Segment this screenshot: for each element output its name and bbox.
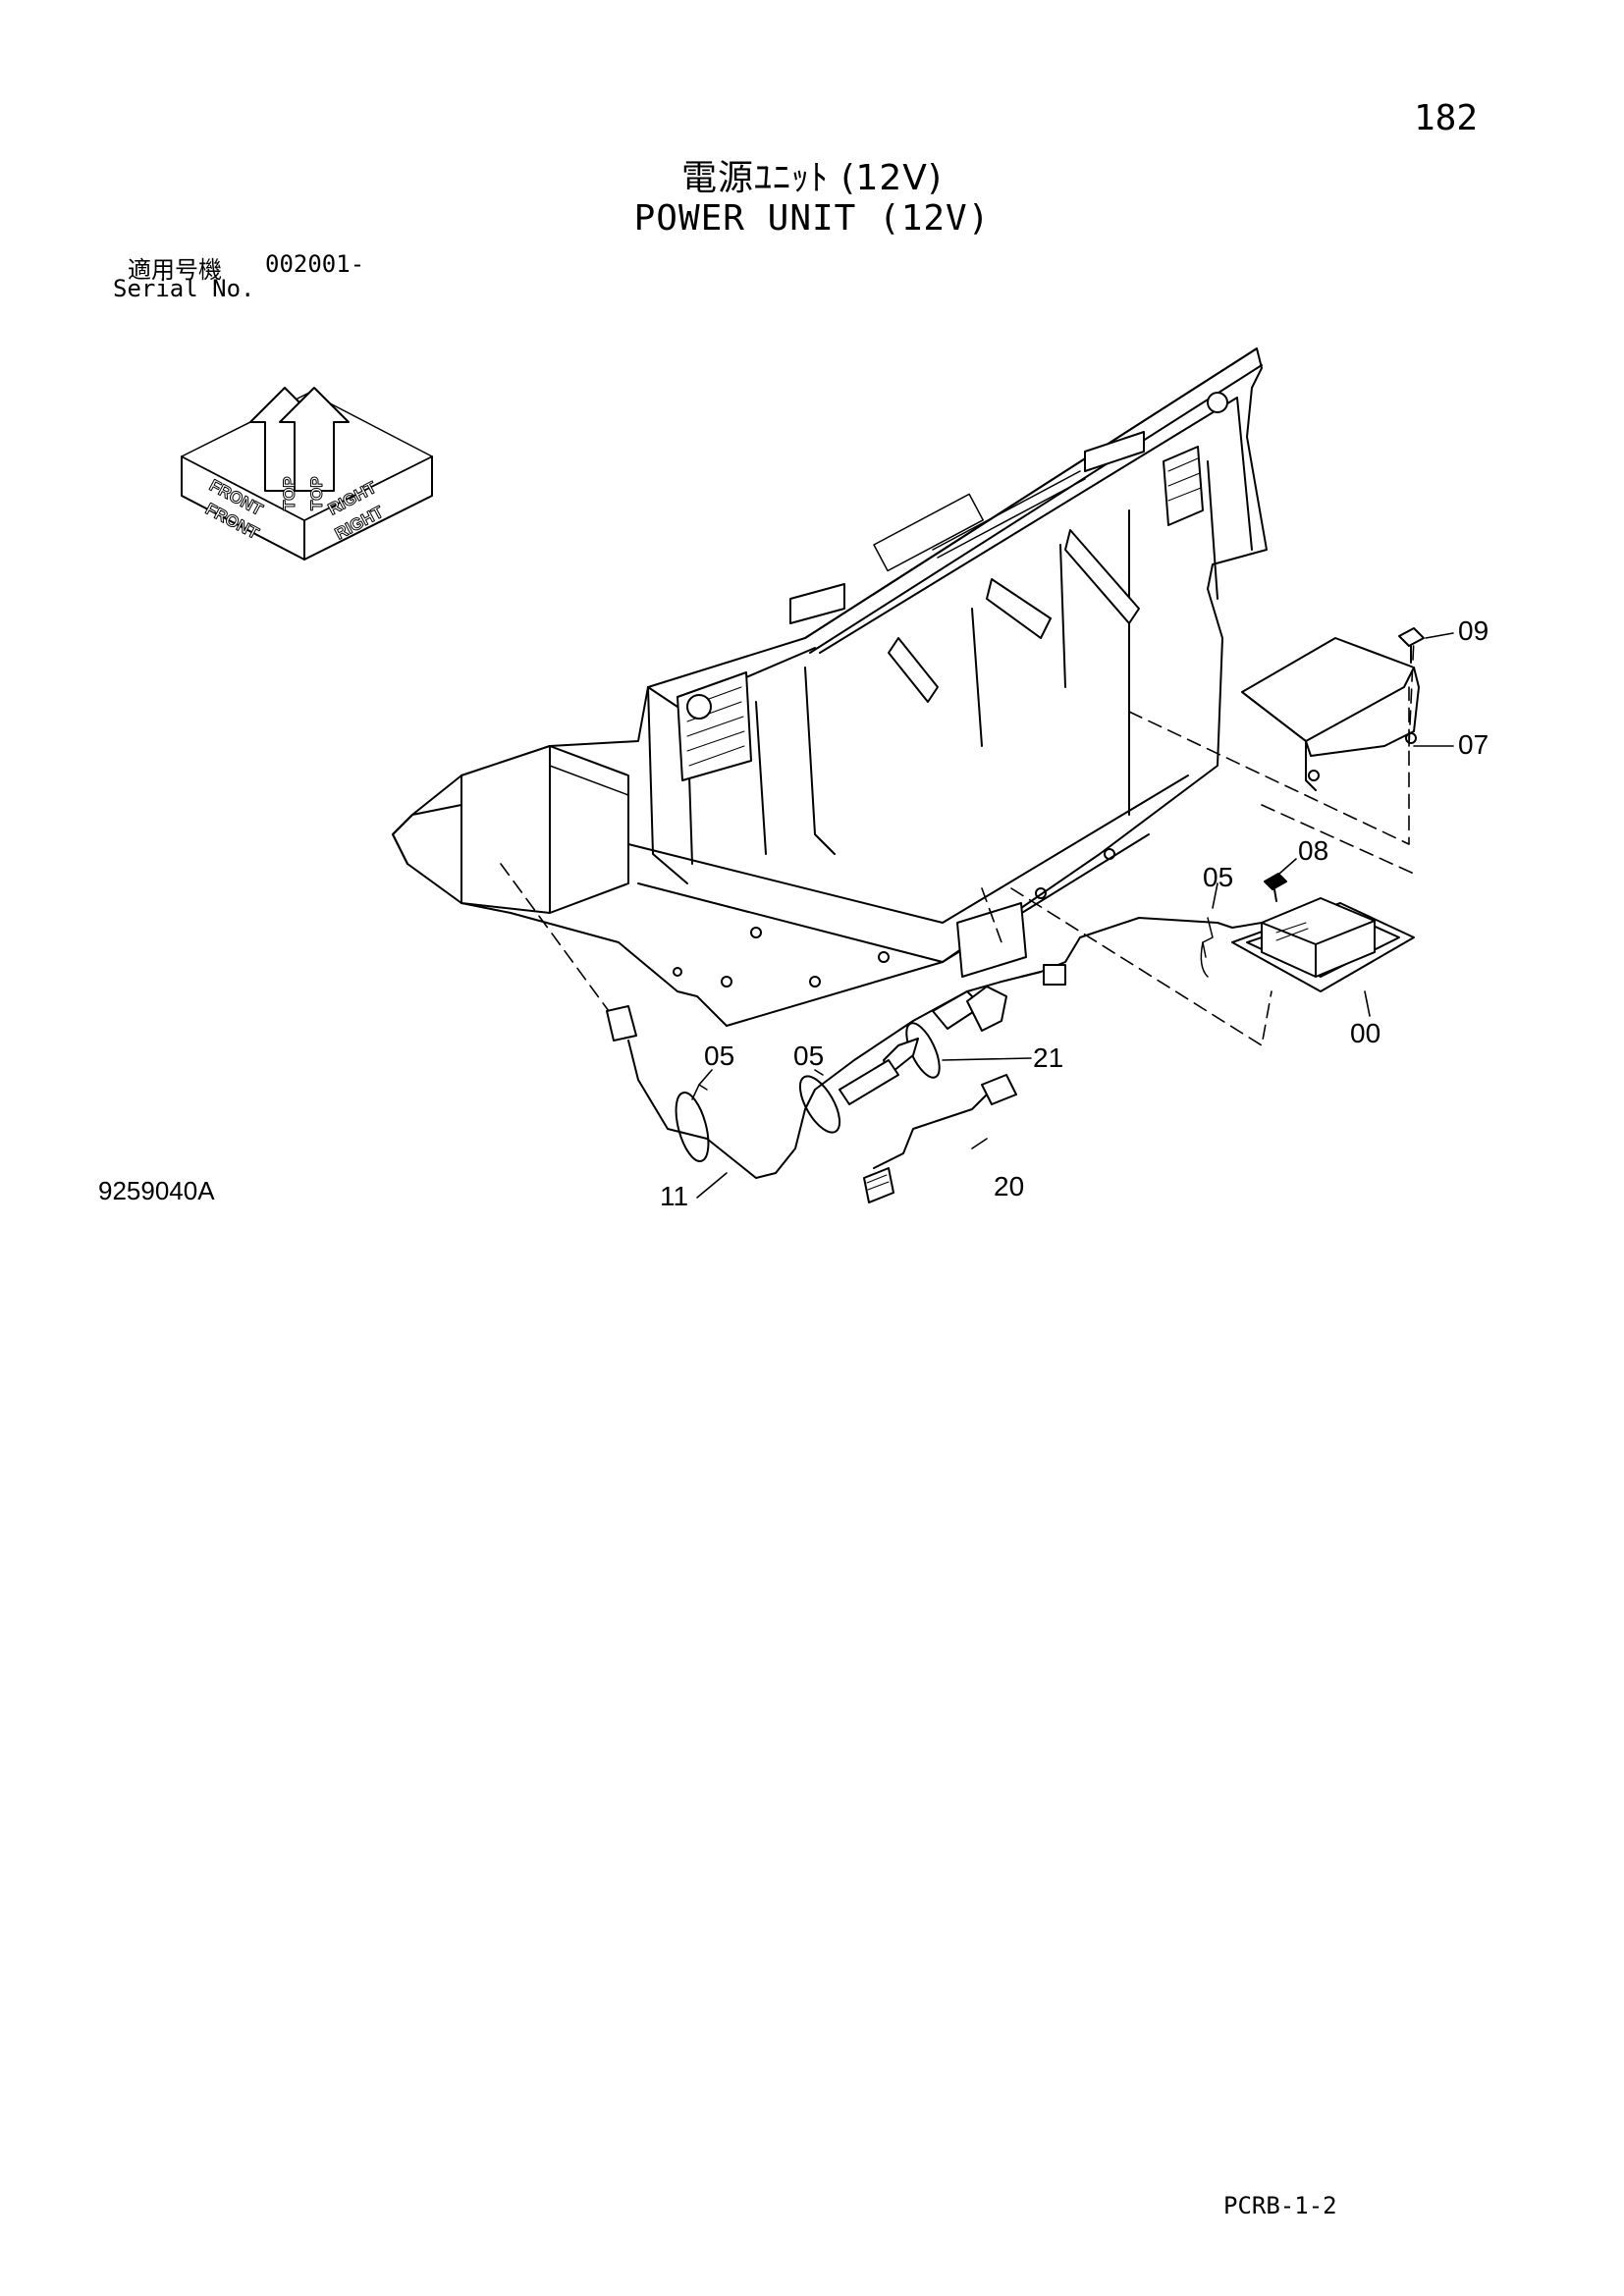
serial-number-value: 002001- [265, 250, 365, 278]
part-11-wiring-harness [606, 917, 1263, 1179]
serial-label-japanese: 適用号機 [128, 256, 222, 284]
exploded-parts-diagram: FRONT FRONT TOP TOP RIGHT RIGHT [181, 347, 1489, 1211]
callout-00: 00 [1350, 1018, 1380, 1048]
top-label: TOP [280, 476, 298, 510]
serial-label-english: Serial No. [113, 275, 255, 302]
callout-leader-lines [696, 632, 1454, 1199]
assembly-guide-lines [500, 637, 1415, 1046]
callout-11: 11 [660, 1181, 688, 1211]
cab-console-assembly [392, 347, 1268, 1027]
page-number: 182 [1414, 98, 1479, 138]
callout-05-right: 05 [1203, 862, 1233, 892]
part-08-bolt [1264, 873, 1287, 902]
orientation-indicator: FRONT FRONT TOP TOP RIGHT RIGHT [181, 387, 433, 561]
page-title-japanese: 電源ﾕﾆｯﾄ (12V) [681, 158, 943, 198]
callout-05-left: 05 [704, 1041, 734, 1071]
part-07-cover [1241, 637, 1420, 791]
part-00-power-unit [1231, 897, 1415, 992]
callout-21: 21 [1033, 1042, 1063, 1073]
callout-09: 09 [1458, 615, 1489, 646]
page-code: PCRB-1-2 [1223, 2192, 1337, 2219]
callout-05-middle: 05 [793, 1041, 824, 1071]
callout-08: 08 [1298, 835, 1328, 866]
top-label-shadow: TOP [307, 476, 326, 510]
callout-20: 20 [994, 1171, 1024, 1201]
callout-07: 07 [1458, 729, 1489, 760]
drawing-number: 9259040A [98, 1176, 215, 1205]
part-09-bolt [1398, 627, 1425, 664]
part-20-sub-harness [863, 1074, 1017, 1203]
page-title-english: POWER UNIT (12V) [633, 198, 991, 239]
